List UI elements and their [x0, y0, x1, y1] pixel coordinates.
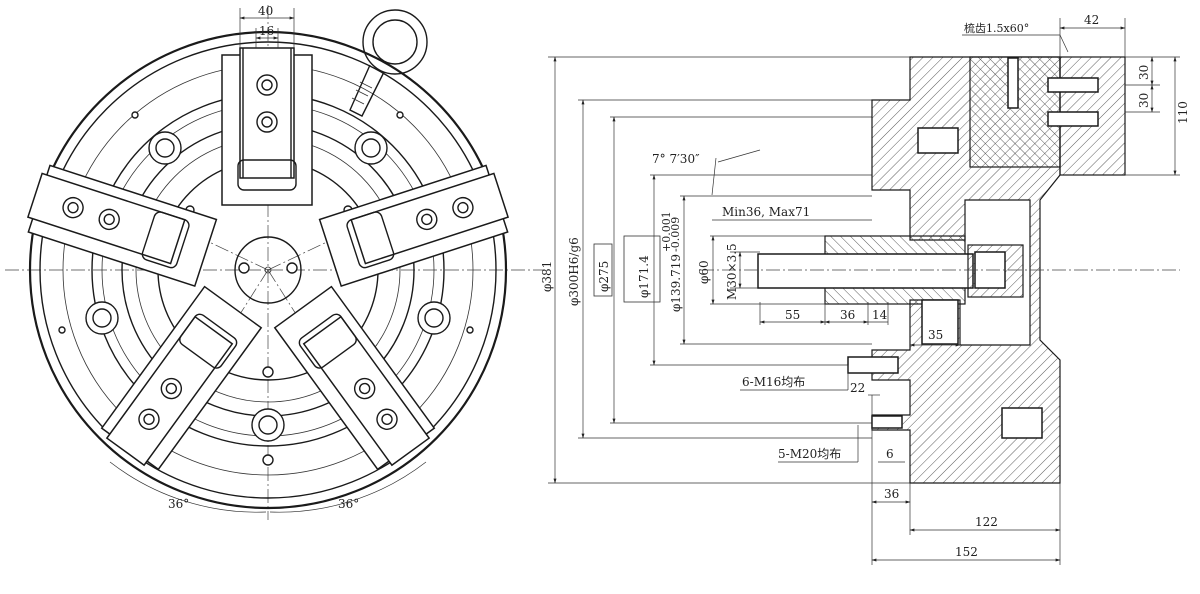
angle-right-label: 36° [338, 497, 359, 511]
dim-35-label: 35 [928, 328, 943, 342]
angle-arc-right [269, 461, 427, 513]
dim-16-label: 16 [259, 24, 274, 38]
right-jaw [318, 164, 510, 288]
chuck-body-outline [28, 30, 508, 510]
phi60-label: φ60 [697, 260, 711, 284]
phi139-tol-lower: -0.009 [669, 217, 682, 252]
dim-152-label: 152 [955, 545, 978, 559]
dim-42-label: 42 [1084, 13, 1099, 27]
phi275-label: φ275 [597, 261, 611, 292]
phi381-label: φ381 [540, 261, 554, 292]
top-jaw [221, 47, 313, 206]
eye-bolt [349, 9, 428, 117]
center-bore [234, 236, 302, 304]
dim-top-widths [239, 8, 295, 48]
dim-36a-label: 36 [840, 308, 855, 322]
drawbar [757, 253, 974, 289]
phi300-label: φ300H6/g6 [567, 237, 581, 306]
lower-right-jaw [273, 285, 436, 471]
angle-7-label: 7° 7′30″ [652, 152, 700, 166]
dim-22-label: 22 [850, 381, 865, 395]
angle-left-label: 36° [168, 497, 189, 511]
dim-30a-label: 30 [1137, 65, 1151, 80]
dim-122-label: 122 [975, 515, 998, 529]
mounting-holes [58, 111, 474, 466]
left-jaw [26, 164, 218, 288]
section-view [548, 18, 1180, 565]
stroke-label: Min36, Max71 [722, 205, 810, 219]
m20-label: 5-M20均布 [778, 447, 841, 461]
lower-left-jaw [100, 285, 263, 471]
dim-55-label: 55 [785, 308, 800, 322]
phi171-label: φ171.4 [637, 255, 651, 298]
front-view: 40 16 36° 36° [5, 4, 545, 520]
dim-6-label: 6 [886, 447, 894, 461]
phi139-tol-upper: +0.001 [660, 211, 673, 252]
m16-label: 6-M16均布 [742, 375, 805, 389]
serration-label: 梳齿1.5x60° [964, 21, 1029, 35]
dim-36b-label: 36 [884, 487, 899, 501]
dim-110-label: 110 [1176, 101, 1190, 124]
phi139-label: φ139.719 [669, 254, 683, 312]
dim-30b-label: 30 [1137, 93, 1151, 108]
dim-40-label: 40 [258, 4, 273, 18]
angle-arc-left [109, 461, 267, 513]
dim-14-label: 14 [872, 308, 888, 322]
m30-label: M30×3.5 [725, 243, 739, 300]
